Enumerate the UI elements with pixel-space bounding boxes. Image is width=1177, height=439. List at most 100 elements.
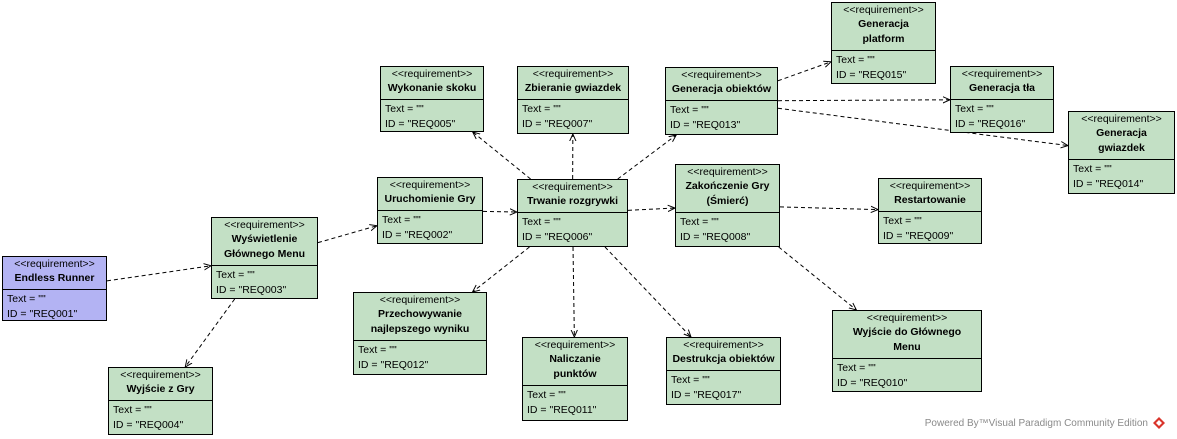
- dependency-req006-to-req017[interactable]: [604, 246, 691, 337]
- dependency-req013-to-req016[interactable]: [777, 100, 950, 101]
- requirement-id-attr: ID = "REQ004": [113, 419, 184, 431]
- requirement-text-attr: Text = "": [522, 103, 561, 115]
- requirement-text-attr: Text = "": [955, 103, 994, 115]
- dependency-req006-to-req013[interactable]: [617, 135, 677, 180]
- requirement-header: <<requirement>> Trwanie rozgrywki: [518, 180, 627, 213]
- dependency-req008-to-req009[interactable]: [779, 207, 878, 210]
- requirement-name: Generacja obiektów: [671, 83, 772, 95]
- stereotype-label: <<requirement>>: [391, 68, 473, 80]
- dependency-req003-to-req004[interactable]: [185, 298, 236, 367]
- requirement-attributes: Text = ""ID = "REQ010": [833, 359, 981, 393]
- requirement-attributes: Text = "" ID = "REQ016": [951, 100, 1053, 134]
- requirement-id-attr: ID = "REQ013": [670, 119, 741, 131]
- requirement-text-attr: Text = "": [385, 103, 424, 115]
- stereotype-label: <<requirement>>: [683, 339, 764, 351]
- requirement-attributes: Text = ""ID = "REQ011": [523, 386, 627, 420]
- requirement-name: Endless Runner: [14, 272, 95, 284]
- requirement-text-attr: Text = "": [1073, 163, 1112, 175]
- requirement-id-attr: ID = "REQ011": [527, 404, 597, 416]
- requirement-id-attr: ID = "REQ008": [680, 231, 751, 243]
- requirement-header: <<requirement>>Generacja tła: [951, 67, 1053, 100]
- requirement-header: <<requirement>> Zbieranie gwiazdek: [518, 67, 628, 100]
- stereotype-label: <<requirement>>: [866, 312, 948, 324]
- requirement-text-attr: Text = "": [670, 104, 709, 116]
- requirement-attributes: Text = ""ID = "REQ012": [354, 341, 486, 375]
- dependency-req013-to-req015[interactable]: [777, 62, 831, 82]
- requirement-header: <<requirement>> Generacja obiektów: [666, 68, 777, 101]
- requirement-attributes: Text = "" ID = "REQ015": [832, 51, 935, 85]
- visual-paradigm-logo-icon: [1153, 417, 1165, 429]
- dependency-req006-to-req011[interactable]: [573, 246, 574, 337]
- dependency-req008-to-req010[interactable]: [778, 246, 857, 310]
- dependency-req006-to-req008[interactable]: [627, 208, 675, 210]
- requirement-header: <<requirement>>Zakończenie Gry(Śmierć): [676, 165, 779, 213]
- requirement-req008[interactable]: <<requirement>>Zakończenie Gry(Śmierć)Te…: [675, 164, 780, 247]
- dependency-req001-to-req003[interactable]: [106, 266, 211, 282]
- requirement-attributes: Text = "" ID = "REQ002": [378, 211, 482, 245]
- requirement-text-attr: Text = "": [883, 215, 922, 227]
- stereotype-label: <<requirement>>: [1081, 113, 1162, 125]
- stereotype-label: <<requirement>>: [532, 68, 614, 80]
- requirement-text-attr: Text = "": [836, 54, 875, 66]
- dependency-req002-to-req006[interactable]: [482, 211, 517, 212]
- requirement-attributes: Text = ""ID = "REQ017": [667, 371, 780, 405]
- dependency-req006-to-req005[interactable]: [473, 132, 531, 180]
- stereotype-label: <<requirement>>: [534, 339, 616, 351]
- stereotype-label: <<requirement>>: [843, 4, 924, 16]
- requirement-text-attr: Text = "": [837, 362, 876, 374]
- requirement-id-attr: ID = "REQ012": [358, 359, 429, 371]
- requirement-id-attr: ID = "REQ005": [385, 118, 456, 130]
- requirement-attributes: Text = "" ID = "REQ013": [666, 101, 777, 135]
- requirement-attributes: Text = "" ID = "REQ005": [381, 100, 483, 134]
- requirement-name: Generacja tła: [969, 82, 1035, 94]
- requirement-id-attr: ID = "REQ002": [382, 229, 453, 241]
- requirement-attributes: Text = ""ID = "REQ003": [212, 266, 317, 300]
- requirement-name: Wyjście z Gry: [126, 383, 195, 395]
- requirement-name: Trwanie rozgrywki: [526, 195, 619, 207]
- requirement-id-attr: ID = "REQ017": [671, 389, 742, 401]
- requirement-text-attr: Text = "": [113, 404, 152, 416]
- stereotype-label: <<requirement>>: [681, 69, 762, 81]
- requirement-name: Restartowanie: [894, 194, 966, 206]
- requirement-name: Destrukcja obiektów: [672, 353, 775, 365]
- stereotype-label: <<requirement>>: [379, 294, 461, 306]
- requirement-id-attr: ID = "REQ006": [522, 231, 593, 243]
- stereotype-label: <<requirement>>: [224, 219, 305, 231]
- requirement-id-attr: ID = "REQ016": [955, 118, 1026, 130]
- requirement-header: <<requirement>>Endless Runner: [3, 257, 106, 290]
- requirement-id-attr: ID = "REQ015": [836, 69, 907, 81]
- stereotype-label: <<requirement>>: [532, 181, 613, 193]
- dependency-req006-to-req012[interactable]: [473, 246, 530, 292]
- requirement-attributes: Text = ""ID = "REQ009": [879, 212, 981, 246]
- stereotype-label: <<requirement>>: [389, 179, 471, 191]
- requirement-attributes: Text = ""ID = "REQ008": [676, 213, 779, 247]
- requirement-name: Zbieranie gwiazdek: [524, 82, 622, 94]
- requirement-text-attr: Text = "": [382, 214, 421, 226]
- dependency-req003-to-req002[interactable]: [317, 226, 377, 244]
